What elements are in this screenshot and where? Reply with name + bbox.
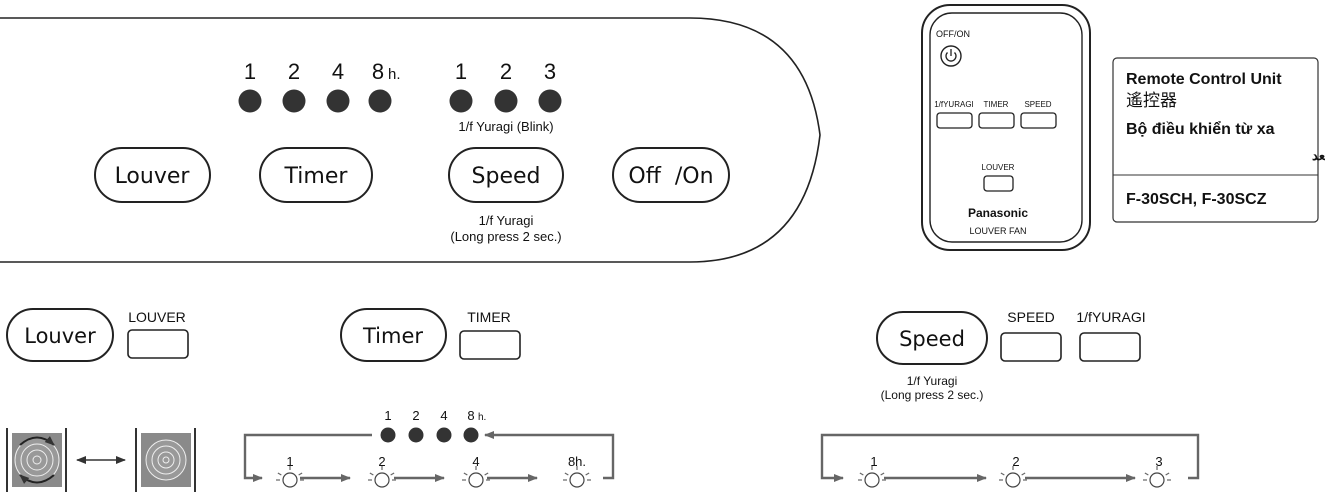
speed-cycle-label: 1 bbox=[870, 454, 877, 469]
info-box: Remote Control Unit 遙控器 Bộ điều khiển từ… bbox=[1112, 57, 1325, 223]
timer-led bbox=[463, 427, 479, 443]
speed-note-line2: (Long press 2 sec.) bbox=[450, 229, 561, 244]
timer-unit-label: h. bbox=[478, 412, 486, 423]
info-line-chinese: 遙控器 bbox=[1126, 91, 1177, 110]
blinking-led-icon bbox=[858, 466, 886, 488]
timer-hour-label: 2 bbox=[412, 408, 419, 423]
timer-section: Timer TIMER 1 2 4 8 h. 1 2 4 8h. bbox=[243, 308, 615, 488]
louver-button-label: Louver bbox=[24, 324, 96, 348]
timer-led bbox=[368, 89, 392, 113]
timer-led bbox=[238, 89, 262, 113]
speed-remote-button[interactable] bbox=[1000, 332, 1062, 362]
blinking-led-icon bbox=[999, 466, 1027, 488]
yuragi-blink-label: 1/f Yuragi (Blink) bbox=[458, 119, 553, 134]
speed-section: Speed SPEED 1/fYURAGI 1/f Yuragi (Long p… bbox=[820, 309, 1200, 488]
timer-led bbox=[326, 89, 350, 113]
speed-note-line2: (Long press 2 sec.) bbox=[881, 388, 984, 402]
louver-fixed-icon bbox=[135, 428, 196, 492]
louver-button[interactable]: Louver bbox=[6, 308, 114, 362]
speed-led bbox=[494, 89, 518, 113]
speed-note-line1: 1/f Yuragi bbox=[479, 213, 534, 228]
remote-louver-button[interactable] bbox=[983, 175, 1014, 192]
power-icon bbox=[945, 52, 957, 62]
remote-inner-body bbox=[929, 12, 1083, 243]
speed-button-label: Speed bbox=[472, 164, 541, 189]
speed-led bbox=[538, 89, 562, 113]
info-line-english: Remote Control Unit bbox=[1126, 71, 1282, 88]
remote-speed-label: SPEED bbox=[1024, 100, 1051, 109]
blinking-led-icon bbox=[563, 466, 591, 488]
blinking-led-icon bbox=[462, 466, 490, 488]
louver-section: Louver LOUVER bbox=[6, 308, 196, 492]
timer-led bbox=[408, 427, 424, 443]
speed-led bbox=[449, 89, 473, 113]
timer-button-label: Timer bbox=[362, 324, 423, 348]
timer-hour-label: 4 bbox=[332, 59, 344, 84]
blinking-led-icon bbox=[368, 466, 396, 488]
speed-panel-button[interactable]: Speed bbox=[448, 147, 564, 203]
timer-cycle-label: 2 bbox=[378, 454, 385, 469]
timer-led bbox=[380, 427, 396, 443]
remote-control: OFF/ON 1/fYURAGI TIMER SPEED LOUVER Pana… bbox=[921, 4, 1091, 251]
remote-power-button[interactable] bbox=[940, 45, 962, 67]
louver-remote-label: LOUVER bbox=[128, 309, 186, 325]
yuragi-remote-label: 1/fYURAGI bbox=[1076, 309, 1145, 325]
offon-button-label: Off /On bbox=[628, 164, 713, 189]
timer-hour-label: 2 bbox=[288, 59, 300, 84]
timer-unit-label: h. bbox=[388, 66, 401, 83]
timer-remote-button[interactable] bbox=[459, 330, 521, 360]
remote-speed-button[interactable] bbox=[1020, 112, 1057, 129]
timer-button-label: Timer bbox=[284, 164, 349, 189]
speed-level-label: 2 bbox=[500, 59, 512, 84]
remote-yuragi-button[interactable] bbox=[936, 112, 973, 129]
louver-panel-button[interactable]: Louver bbox=[94, 147, 211, 203]
timer-hour-label: 8 bbox=[372, 59, 384, 84]
blinking-led-icon bbox=[1143, 466, 1171, 488]
timer-led bbox=[282, 89, 306, 113]
timer-hour-label: 4 bbox=[440, 408, 447, 423]
timer-cycle-loop bbox=[243, 431, 615, 482]
speed-button-label: Speed bbox=[899, 327, 965, 351]
speed-button[interactable]: Speed bbox=[876, 311, 988, 365]
timer-cycle-label: 1 bbox=[286, 454, 293, 469]
offon-panel-button[interactable]: Off /On bbox=[612, 147, 730, 203]
info-models: F-30SCH, F-30SCZ bbox=[1126, 191, 1267, 208]
timer-cycle-label: 4 bbox=[472, 454, 479, 469]
remote-offon-label: OFF/ON bbox=[936, 29, 970, 39]
panel-outline bbox=[0, 17, 821, 263]
timer-hour-label: 1 bbox=[384, 408, 391, 423]
control-panel: 1 2 4 8 h. 1 2 3 1/f Yuragi (Blink) Louv… bbox=[0, 17, 821, 263]
remote-timer-button[interactable] bbox=[978, 112, 1015, 129]
remote-timer-label: TIMER bbox=[984, 100, 1009, 109]
speed-cycle-loop bbox=[820, 433, 1200, 482]
remote-yuragi-label: 1/fYURAGI bbox=[934, 100, 974, 109]
timer-cycle-label: 8h. bbox=[568, 454, 586, 469]
louver-swing-icon bbox=[6, 428, 67, 492]
timer-remote-label: TIMER bbox=[467, 309, 511, 325]
speed-cycle-label: 2 bbox=[1012, 454, 1019, 469]
speed-note-line1: 1/f Yuragi bbox=[907, 374, 957, 388]
timer-led bbox=[436, 427, 452, 443]
remote-product-label: LOUVER FAN bbox=[969, 226, 1026, 236]
info-line-vietnamese: Bộ điều khiển từ xa bbox=[1126, 120, 1275, 138]
info-box-frame bbox=[1112, 57, 1319, 223]
timer-panel-button[interactable]: Timer bbox=[259, 147, 373, 203]
remote-brand-logo: Panasonic bbox=[968, 206, 1028, 220]
speed-level-label: 3 bbox=[544, 59, 556, 84]
speed-cycle-label: 3 bbox=[1155, 454, 1162, 469]
blinking-led-icon bbox=[276, 466, 304, 488]
remote-louver-label: LOUVER bbox=[982, 163, 1015, 172]
info-line-arabic: وحدة التحكم عن بعد bbox=[1312, 148, 1325, 164]
timer-hour-label: 8 bbox=[467, 408, 474, 423]
timer-button[interactable]: Timer bbox=[340, 308, 447, 362]
timer-hour-label: 1 bbox=[244, 59, 256, 84]
louver-remote-button[interactable] bbox=[127, 329, 189, 359]
speed-level-label: 1 bbox=[455, 59, 467, 84]
yuragi-remote-button[interactable] bbox=[1079, 332, 1141, 362]
speed-remote-label: SPEED bbox=[1007, 309, 1054, 325]
louver-button-label: Louver bbox=[115, 164, 191, 189]
